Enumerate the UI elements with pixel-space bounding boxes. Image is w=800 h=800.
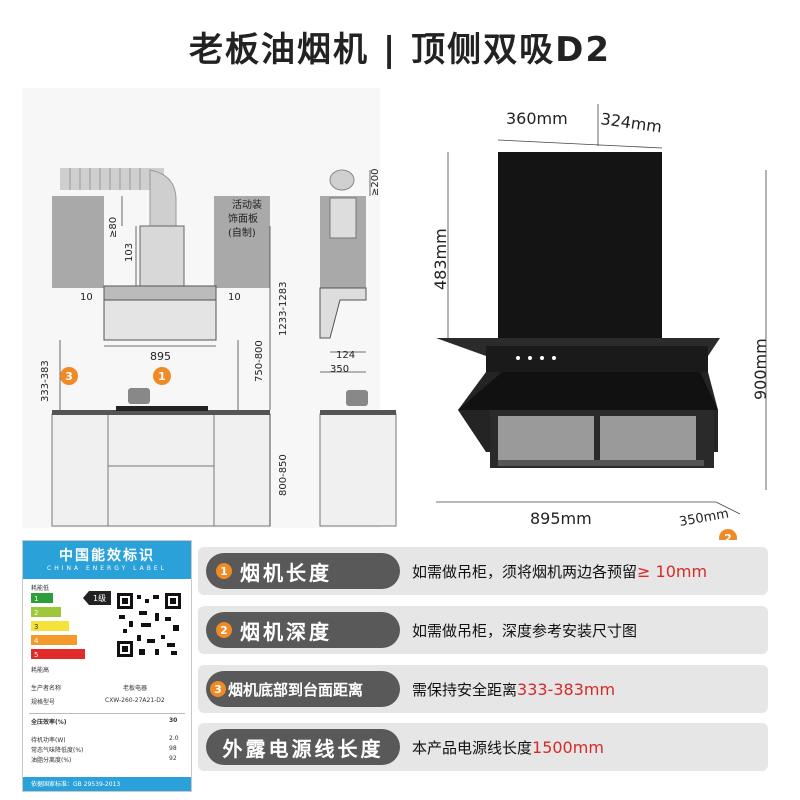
hob bbox=[116, 406, 208, 411]
hood-top bbox=[103, 285, 217, 301]
spec-description: 如需做吊柜，深度参考安装尺寸图 bbox=[412, 606, 637, 654]
dim-360mm: 360mm bbox=[506, 109, 568, 128]
spec-label: 烟机深度 bbox=[240, 619, 332, 644]
dim-80: ≥80 bbox=[108, 217, 119, 238]
dim-1233-1283: 1233-1283 bbox=[278, 281, 289, 336]
svg-text:2: 2 bbox=[34, 609, 38, 617]
upper-cabinet-left bbox=[52, 196, 104, 288]
spec-desc-text: 如需做吊柜，须将烟机两边各预留 bbox=[412, 562, 638, 581]
row3-value: 98 bbox=[169, 745, 177, 752]
row1-label: 全压效率(%) bbox=[31, 719, 67, 726]
svg-text:2: 2 bbox=[724, 532, 732, 540]
dim-10-left: 10 bbox=[80, 292, 93, 303]
hood-chimney bbox=[139, 225, 185, 287]
duct-horizontal bbox=[60, 168, 164, 190]
dim-324mm: 324mm bbox=[599, 109, 663, 136]
dim-124: 124 bbox=[336, 350, 355, 361]
row4-label: 油脂分离度(%) bbox=[31, 757, 72, 764]
energy-label: 中国能效标识 CHINA ENERGY LABEL 耗能低 1 2 3 4 5 … bbox=[22, 540, 192, 792]
row1-value: 30 bbox=[169, 717, 178, 724]
energy-label-subtitle: CHINA ENERGY LABEL bbox=[47, 565, 167, 572]
spec-number-badge: 1 bbox=[216, 563, 232, 579]
panel-note-1: 活动装 bbox=[232, 198, 262, 211]
range-hood-product bbox=[436, 152, 720, 468]
dim-895mm: 895mm bbox=[530, 509, 592, 528]
spec-label-pill: 外露电源线长度 bbox=[206, 729, 400, 765]
hood-panel bbox=[103, 299, 217, 341]
maker-value: 老板电器 bbox=[123, 685, 148, 692]
row2-value: 2.0 bbox=[169, 735, 179, 742]
spec-row-length: 1 烟机长度 如需做吊柜，须将烟机两边各预留≥ 10mm bbox=[198, 547, 768, 595]
spec-number-badge: 3 bbox=[210, 681, 226, 697]
spec-highlight: 333-383mm bbox=[517, 679, 616, 699]
marker-1: 1 bbox=[153, 367, 171, 385]
row2-label: 待机功率(W) bbox=[31, 737, 66, 744]
upper-cabinet-right bbox=[214, 196, 270, 288]
spec-desc-text: 本产品电源线长度 bbox=[412, 738, 533, 757]
spec-number-badge: 2 bbox=[216, 622, 232, 638]
energy-label-header: 中国能效标识 CHINA ENERGY LABEL bbox=[23, 541, 191, 579]
duct-side bbox=[329, 169, 355, 191]
maker-label: 生产者名称 bbox=[31, 685, 62, 692]
spec-desc-text: 如需做吊柜，深度参考安装尺寸图 bbox=[412, 621, 638, 640]
dim-350: 350 bbox=[330, 364, 349, 375]
spec-highlight: 1500mm bbox=[532, 737, 604, 757]
pot bbox=[128, 388, 150, 404]
hood-side bbox=[319, 287, 367, 339]
dim-750-800: 750-800 bbox=[254, 340, 265, 382]
dim-900mm: 900mm bbox=[751, 338, 770, 400]
model-label: 规格型号 bbox=[31, 699, 56, 706]
spec-desc-text: 需保持安全距离 bbox=[412, 680, 518, 699]
spec-label: 烟机底部到台面距离 bbox=[228, 680, 364, 699]
installation-diagram: 活动装 饰面板 (自制) ≥80 103 10 10 895 333-383 7… bbox=[40, 104, 770, 540]
spec-label: 外露电源线长度 bbox=[222, 736, 384, 761]
svg-text:1: 1 bbox=[34, 595, 38, 603]
row4-value: 92 bbox=[169, 755, 177, 762]
energy-grade-bars: 1 2 3 4 5 1级 bbox=[31, 591, 111, 659]
marker-3: 3 bbox=[60, 367, 78, 385]
energy-label-title: 中国能效标识 bbox=[59, 548, 155, 564]
spec-row-depth: 2 烟机深度 如需做吊柜，深度参考安装尺寸图 bbox=[198, 606, 768, 654]
dim-895: 895 bbox=[150, 350, 171, 363]
panel-note-3: (自制) bbox=[228, 226, 256, 239]
marker-2: 2 bbox=[719, 529, 737, 540]
level-bottom-label: 耗能高 bbox=[31, 667, 50, 674]
dim-103: 103 bbox=[124, 243, 135, 262]
svg-text:1: 1 bbox=[158, 370, 166, 383]
base-cabinet bbox=[51, 413, 271, 527]
spec-label-pill: 1 烟机长度 bbox=[206, 553, 400, 589]
model-value: CXW-260-27A21-D2 bbox=[105, 697, 165, 704]
dim-483mm: 483mm bbox=[431, 228, 450, 290]
dim-10-right: 10 bbox=[228, 292, 241, 303]
dim-350mm: 350mm bbox=[678, 506, 730, 529]
svg-text:3: 3 bbox=[65, 370, 73, 383]
page-title: 老板油烟机 | 顶侧双吸D2 bbox=[189, 30, 611, 70]
spec-description: 如需做吊柜，须将烟机两边各预留≥ 10mm bbox=[412, 547, 707, 595]
svg-text:3: 3 bbox=[34, 623, 38, 631]
level-top-label: 耗能低 bbox=[31, 585, 50, 592]
svg-text:4: 4 bbox=[34, 637, 39, 645]
svg-text:5: 5 bbox=[34, 651, 38, 659]
dim-333-383: 333-383 bbox=[40, 360, 51, 402]
panel-note-2: 饰面板 bbox=[228, 212, 258, 225]
dim-200: ≥200 bbox=[370, 169, 381, 196]
dim-800-850: 800-850 bbox=[278, 454, 289, 496]
duct-elbow bbox=[149, 169, 177, 227]
spec-highlight: ≥ 10mm bbox=[637, 561, 708, 581]
side-base-cabinet bbox=[319, 413, 397, 527]
spec-label-pill: 3 烟机底部到台面距离 bbox=[206, 671, 400, 707]
svg-text:1级: 1级 bbox=[93, 593, 106, 603]
standard-text: 依据国家标准：GB 29539-2013 bbox=[31, 781, 121, 788]
spec-label-pill: 2 烟机深度 bbox=[206, 612, 400, 648]
qr-code bbox=[115, 591, 183, 659]
spec-label: 烟机长度 bbox=[240, 560, 332, 585]
row3-label: 常态气味降低度(%) bbox=[31, 747, 84, 754]
